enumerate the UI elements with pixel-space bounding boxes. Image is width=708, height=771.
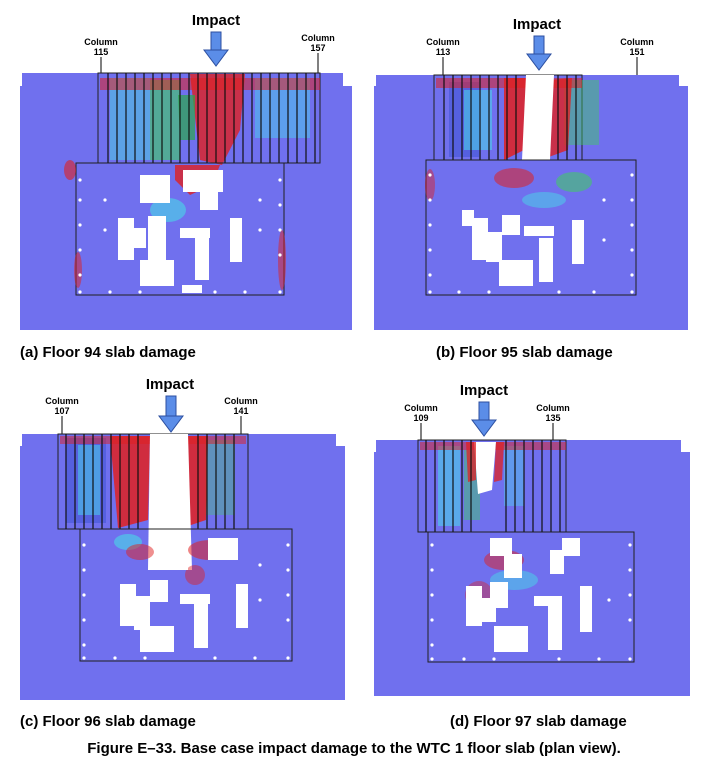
impact-label: Impact [192,12,240,29]
panel-a: Impact Column 115 Column 157 [0,0,354,361]
column-lines [425,440,561,532]
column-left-number: 109 [413,413,428,423]
column-right-word: Column [620,37,654,47]
impact-label: Impact [146,376,194,393]
panel-c-caption: (c) Floor 96 slab damage [20,713,196,730]
impact-arrow-icon [158,395,184,433]
panel-b: Impact Column 113 Column 151 [354,0,708,361]
core-outline [425,159,637,296]
column-right-number: 135 [545,413,560,423]
column-right-number: 151 [629,47,644,57]
panel-a-caption: (a) Floor 94 slab damage [20,344,196,361]
floor-97-slab-plot: Impact Column 109 Column 135 [374,382,690,696]
figure-caption: Figure E–33. Base case impact damage to … [87,740,621,757]
impact-label: Impact [513,16,561,33]
column-left-word: Column [404,403,438,413]
panel-d-caption: (d) Floor 97 slab damage [450,713,627,730]
column-right-word: Column [301,33,335,43]
column-lines [65,434,235,529]
column-left-word: Column [426,37,460,47]
core-openings [462,210,584,286]
core-column-dots [428,173,634,294]
floor-94-slab-plot: Impact Column 115 Column 157 [20,12,352,330]
exterior-column-zone [433,74,599,161]
impact-arrow-icon [526,35,552,71]
column-left-number: 115 [94,47,109,57]
column-lines [107,73,316,163]
impact-arrow-icon [471,401,497,437]
floor-96-slab-plot: Impact Column 107 Column 141 [20,376,345,700]
column-right-number: 157 [310,43,325,53]
floor-95-slab-plot: Impact Column 113 Column 151 [374,16,688,330]
impact-arrow-icon [203,31,229,67]
core-outline [427,531,635,663]
column-right-word: Column [536,403,570,413]
core-column-dots [430,543,632,661]
column-left-number: 107 [54,406,69,416]
column-left-word: Column [45,396,79,406]
core-outline [79,528,293,662]
exterior-column-zone [417,439,567,533]
column-left-word: Column [84,37,118,47]
column-right-number: 141 [233,406,248,416]
impact-label: Impact [460,382,508,399]
core-column-dots [78,178,282,294]
core-openings [466,538,592,652]
column-left-number: 113 [436,47,451,57]
column-right-word: Column [224,396,258,406]
exterior-column-zone [97,72,321,165]
core-outline [75,162,285,296]
column-lines [443,75,577,160]
panel-b-caption: (b) Floor 95 slab damage [436,344,613,361]
panel-d: Impact Column 109 Column 135 [354,370,708,730]
core-openings [120,538,248,652]
panel-c: Impact Column 107 Column 141 [0,370,354,730]
core-column-dots [82,543,290,660]
core-openings [118,170,242,293]
